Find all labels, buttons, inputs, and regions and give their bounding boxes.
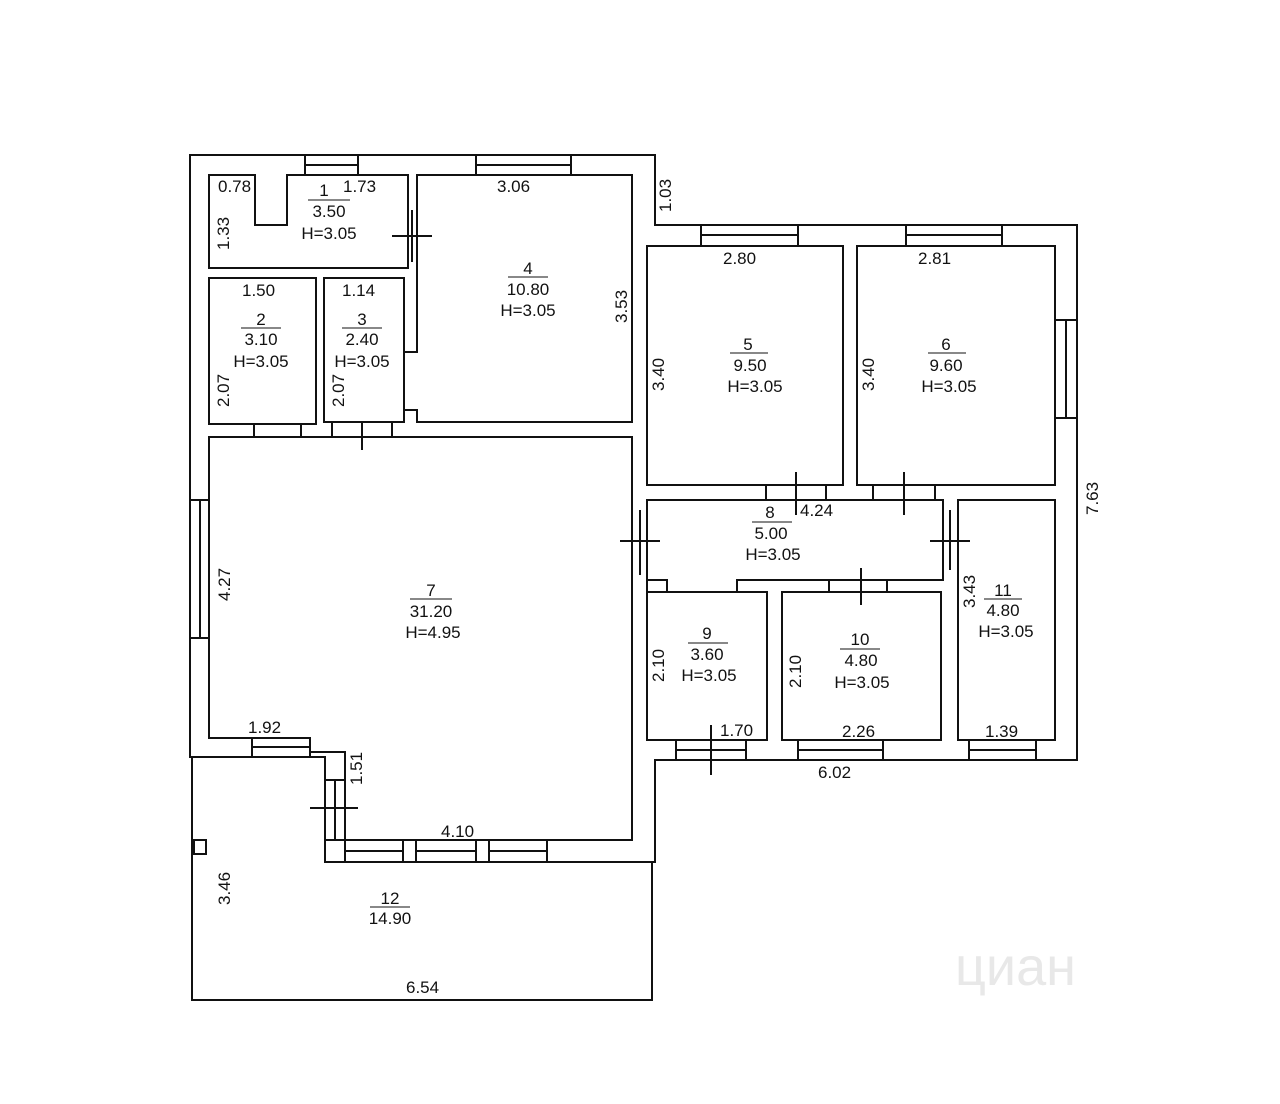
svg-text:6: 6 — [941, 335, 950, 354]
windows — [189, 154, 1078, 863]
svg-text:H=3.05: H=3.05 — [834, 673, 889, 692]
svg-text:3.43: 3.43 — [960, 575, 979, 608]
svg-text:3.46: 3.46 — [215, 872, 234, 905]
svg-text:H=3.05: H=3.05 — [727, 377, 782, 396]
svg-text:1.92: 1.92 — [248, 718, 281, 737]
svg-text:5.00: 5.00 — [754, 524, 787, 543]
svg-text:H=3.05: H=3.05 — [921, 377, 976, 396]
svg-text:9.50: 9.50 — [733, 356, 766, 375]
doors — [310, 210, 970, 809]
room-label-7: 7 31.20H=4.95 — [405, 581, 460, 642]
svg-text:H=3.05: H=3.05 — [233, 352, 288, 371]
dimension-labels: 0.78 1.73 1.33 3.06 1.03 1.50 1.14 3.53 … — [214, 177, 1102, 997]
room-label-1: 1 3.50H=3.05 — [301, 181, 356, 243]
svg-text:10: 10 — [851, 630, 870, 649]
svg-text:1.39: 1.39 — [985, 722, 1018, 741]
svg-text:9.60: 9.60 — [929, 356, 962, 375]
watermark-logo: циан — [955, 937, 1076, 997]
svg-text:3.50: 3.50 — [312, 202, 345, 221]
svg-text:4.27: 4.27 — [215, 568, 234, 601]
room-3-outline — [323, 277, 405, 423]
svg-text:6.02: 6.02 — [818, 763, 851, 782]
svg-text:3.60: 3.60 — [690, 645, 723, 664]
room-label-8: 8 5.00H=3.05 — [745, 503, 800, 564]
svg-text:7.63: 7.63 — [1083, 482, 1102, 515]
svg-text:2.26: 2.26 — [842, 722, 875, 741]
svg-text:4: 4 — [523, 259, 532, 278]
svg-text:1.14: 1.14 — [342, 281, 375, 300]
svg-text:4.80: 4.80 — [986, 601, 1019, 620]
svg-text:5: 5 — [743, 335, 752, 354]
room-label-11: 114.80H=3.05 — [978, 581, 1033, 641]
svg-text:1.70: 1.70 — [720, 721, 753, 740]
svg-text:0.78: 0.78 — [218, 177, 251, 196]
svg-text:3.53: 3.53 — [612, 290, 631, 323]
svg-text:H=4.95: H=4.95 — [405, 623, 460, 642]
svg-text:3.06: 3.06 — [497, 177, 530, 196]
svg-text:2.10: 2.10 — [786, 655, 805, 688]
svg-text:12: 12 — [381, 889, 400, 908]
svg-text:H=3.05: H=3.05 — [681, 666, 736, 685]
svg-text:1.33: 1.33 — [214, 217, 233, 250]
svg-text:3.40: 3.40 — [649, 358, 668, 391]
svg-text:1.51: 1.51 — [347, 752, 366, 785]
svg-text:3.10: 3.10 — [244, 330, 277, 349]
svg-text:2.10: 2.10 — [649, 649, 668, 682]
svg-text:4.10: 4.10 — [441, 822, 474, 841]
terrace-outline — [191, 757, 653, 1001]
svg-text:8: 8 — [765, 503, 774, 522]
svg-text:1.50: 1.50 — [242, 281, 275, 300]
svg-text:2.07: 2.07 — [329, 374, 348, 407]
svg-text:3.40: 3.40 — [859, 358, 878, 391]
svg-text:H=3.05: H=3.05 — [301, 224, 356, 243]
room-label-10: 10 4.80H=3.05 — [834, 630, 889, 692]
room-label-9: 9 3.60H=3.05 — [681, 624, 736, 685]
svg-text:H=3.05: H=3.05 — [334, 352, 389, 371]
svg-text:1: 1 — [319, 181, 328, 200]
room-label-3: 32.40H=3.05 — [334, 310, 389, 371]
svg-text:9: 9 — [702, 624, 711, 643]
room-4-outline — [403, 174, 633, 423]
room-1-outline — [208, 174, 409, 269]
svg-text:H=3.05: H=3.05 — [978, 622, 1033, 641]
svg-text:6.54: 6.54 — [406, 978, 439, 997]
svg-text:4.24: 4.24 — [800, 501, 833, 520]
svg-text:10.80: 10.80 — [507, 280, 550, 299]
column — [193, 839, 207, 855]
svg-text:4.80: 4.80 — [844, 651, 877, 670]
room-label-4: 4 10.80H=3.05 — [500, 259, 555, 320]
svg-text:31.20: 31.20 — [410, 602, 453, 621]
svg-text:2.81: 2.81 — [918, 249, 951, 268]
svg-text:1.03: 1.03 — [656, 179, 675, 212]
room-11-outline — [957, 499, 1056, 741]
svg-text:H=3.05: H=3.05 — [745, 545, 800, 564]
room-label-6: 6 9.60H=3.05 — [921, 335, 976, 396]
svg-text:14.90: 14.90 — [369, 909, 412, 928]
svg-text:2: 2 — [256, 310, 265, 329]
svg-text:11: 11 — [994, 581, 1012, 600]
svg-text:H=3.05: H=3.05 — [500, 301, 555, 320]
room-label-5: 5 9.50H=3.05 — [727, 335, 782, 396]
svg-text:1.73: 1.73 — [343, 177, 376, 196]
room-label-2: 23.10H=3.05 — [233, 310, 288, 371]
svg-text:2.80: 2.80 — [723, 249, 756, 268]
svg-text:7: 7 — [426, 581, 435, 600]
svg-text:3: 3 — [357, 310, 366, 329]
svg-text:2.40: 2.40 — [345, 330, 378, 349]
svg-text:2.07: 2.07 — [214, 374, 233, 407]
